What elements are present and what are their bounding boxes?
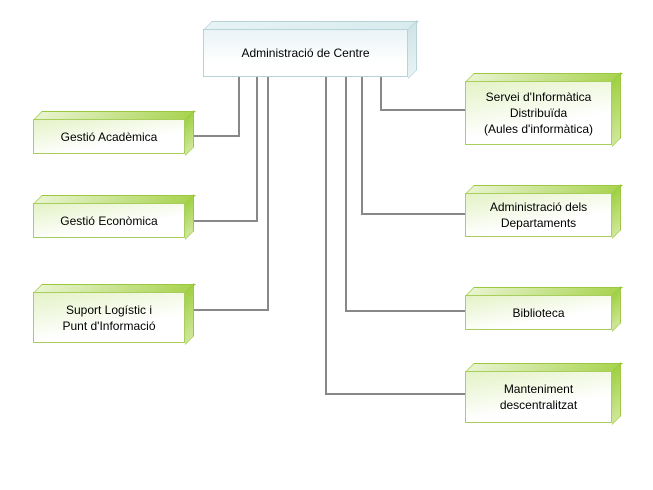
node-label: Biblioteca — [512, 305, 565, 320]
node-front-face: Administració de Centre — [203, 29, 408, 77]
node-manteniment: Manteniment descentralitzat — [465, 362, 623, 425]
node-front-face: Suport Logístic i Punt d'Informació — [33, 292, 185, 343]
node-front-face: Biblioteca — [465, 295, 612, 330]
connector-gestio-academica — [193, 77, 240, 137]
node-label: Suport Logístic i Punt d'Informació — [62, 302, 156, 333]
node-front-face: Manteniment descentralitzat — [465, 371, 612, 423]
connector-servei-informatica — [380, 77, 466, 111]
node-label: Gestió Acadèmica — [60, 129, 158, 144]
node-label: Manteniment descentralitzat — [499, 382, 578, 412]
node-front-face: Gestió Acadèmica — [33, 119, 185, 154]
node-label: Servei d'Informàtica Distribuïda (Aules … — [484, 90, 593, 136]
connector-administracio-departaments — [361, 77, 466, 215]
node-biblioteca: Biblioteca — [465, 286, 623, 332]
node-servei-informatica: Servei d'Informàtica Distribuïda (Aules … — [465, 72, 623, 147]
node-side-face — [612, 184, 621, 239]
connector-gestio-economica — [193, 77, 258, 222]
connector-manteniment — [325, 77, 466, 395]
node-label: Administració dels Departaments — [489, 200, 588, 230]
node-gestio-economica: Gestió Econòmica — [33, 194, 196, 240]
node-side-face — [408, 20, 417, 79]
node-side-face — [612, 362, 621, 425]
node-label: Administració de Centre — [241, 46, 370, 60]
connector-biblioteca — [345, 77, 466, 312]
node-administracio-de-centre: Administració de Centre — [203, 20, 419, 79]
node-side-face — [612, 72, 621, 147]
node-front-face: Servei d'Informàtica Distribuïda (Aules … — [465, 81, 612, 145]
node-front-face: Gestió Econòmica — [33, 203, 185, 238]
node-gestio-academica: Gestió Acadèmica — [33, 110, 196, 156]
node-suport-logistic: Suport Logístic i Punt d'Informació — [33, 283, 196, 345]
node-side-face — [185, 283, 194, 345]
node-administracio-departaments: Administració dels Departaments — [465, 184, 623, 239]
connector-suport-logistic — [193, 77, 269, 311]
node-front-face: Administració dels Departaments — [465, 193, 612, 237]
node-label: Gestió Econòmica — [60, 213, 158, 228]
